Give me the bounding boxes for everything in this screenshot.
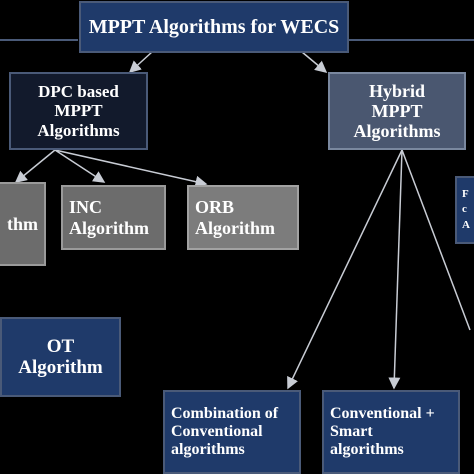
arrow-root-to-dpc [128, 51, 153, 74]
node-hcs-partial: thm [0, 182, 46, 266]
arrow-hybrid-to-combination [287, 149, 403, 390]
node-dpc: DPC based MPPT Algorithms [9, 72, 148, 150]
arrow-dpc-to-orb [54, 149, 208, 188]
node-root: MPPT Algorithms for WECS [79, 1, 349, 53]
node-partial-right: F c A [455, 176, 474, 244]
node-orb: ORB Algorithm [187, 185, 299, 250]
node-ot: OT Algorithm [0, 317, 121, 397]
arrow-hybrid-to-right [401, 149, 471, 331]
arrow-hybrid-to-conv-smart [388, 149, 403, 390]
arrow-dpc-to-inc [54, 149, 106, 183]
node-combination: Combination of Conventional algorithms [163, 390, 301, 474]
node-hybrid: Hybrid MPPT Algorithms [328, 72, 466, 150]
arrow-dpc-to-hcs [14, 149, 56, 183]
node-conv-smart: Conventional + Smart algorithms [322, 390, 460, 474]
arrow-root-to-hybrid [301, 51, 328, 73]
node-inc: INC Algorithm [61, 185, 166, 250]
